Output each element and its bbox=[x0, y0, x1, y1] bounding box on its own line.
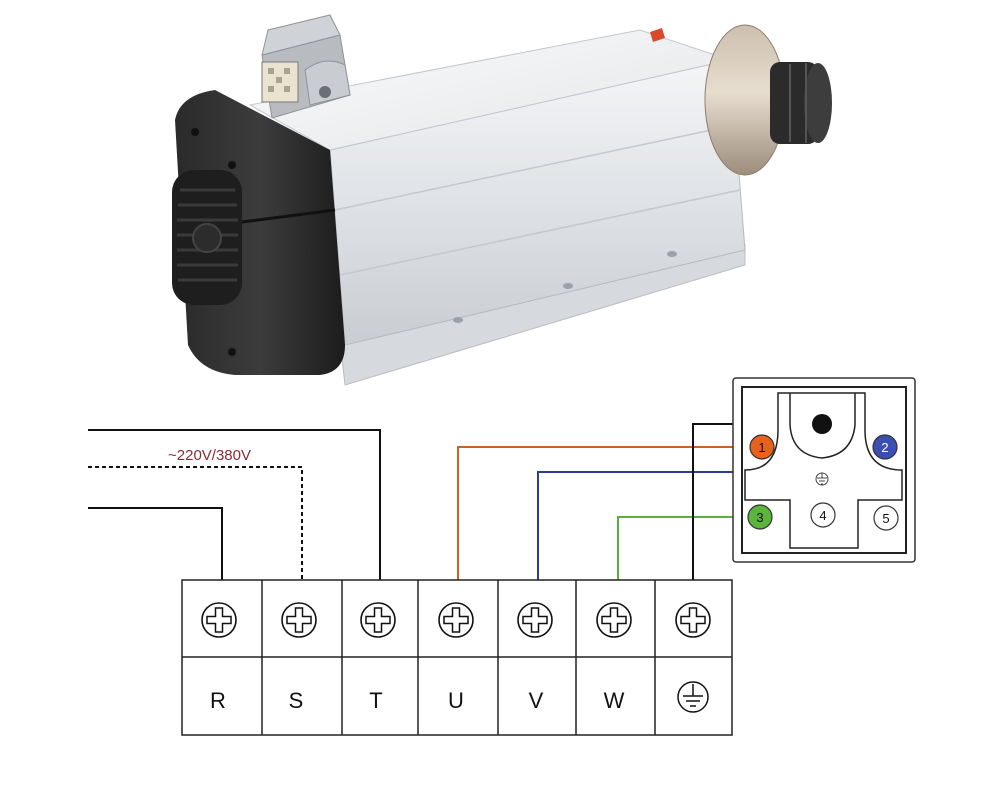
spindle-motor-image bbox=[172, 14, 832, 386]
terminal-screw-ground[interactable] bbox=[675, 602, 711, 638]
connector-pin-2: 2 bbox=[872, 434, 898, 460]
voltage-label: ~220V/380V bbox=[168, 447, 251, 464]
terminal-block: R S T U V W bbox=[181, 579, 733, 736]
supply-wires bbox=[88, 429, 381, 580]
svg-text:4: 4 bbox=[819, 508, 826, 523]
connector-pin-4: 4 bbox=[810, 502, 836, 528]
terminal-screw-u[interactable] bbox=[438, 602, 474, 638]
terminal-label-u: U bbox=[448, 688, 464, 713]
terminal-label-w: W bbox=[604, 688, 625, 713]
connector-pin-5: 5 bbox=[873, 505, 899, 531]
wire-u bbox=[457, 446, 752, 580]
collet-nut bbox=[770, 62, 832, 144]
terminal-screw-s[interactable] bbox=[281, 602, 317, 638]
red-marking bbox=[650, 28, 665, 42]
terminal-label-t: T bbox=[369, 688, 382, 713]
connector-pinout: 1 2 3 4 5 bbox=[732, 377, 916, 563]
mounting-holes bbox=[453, 251, 677, 323]
earth-ground-icon bbox=[677, 681, 709, 713]
terminal-screw-w[interactable] bbox=[596, 602, 632, 638]
terminal-screw-v[interactable] bbox=[517, 602, 553, 638]
svg-text:1: 1 bbox=[758, 440, 765, 455]
fan-cover bbox=[172, 90, 345, 375]
wire-w bbox=[617, 516, 752, 580]
terminal-label-r: R bbox=[210, 688, 226, 713]
svg-text:2: 2 bbox=[881, 440, 888, 455]
terminal-label-s: S bbox=[289, 688, 304, 713]
connector-pin-3: 3 bbox=[747, 504, 773, 530]
center-ground-icon bbox=[815, 472, 829, 486]
svg-text:3: 3 bbox=[756, 510, 763, 525]
connector-pin-1: 1 bbox=[749, 434, 775, 460]
terminal-screw-t[interactable] bbox=[360, 602, 396, 638]
connector-ground-pin bbox=[812, 414, 832, 434]
svg-text:5: 5 bbox=[882, 511, 889, 526]
terminal-screw-r[interactable] bbox=[201, 602, 237, 638]
power-connector-plug bbox=[261, 14, 351, 119]
terminal-label-v: V bbox=[529, 688, 544, 713]
